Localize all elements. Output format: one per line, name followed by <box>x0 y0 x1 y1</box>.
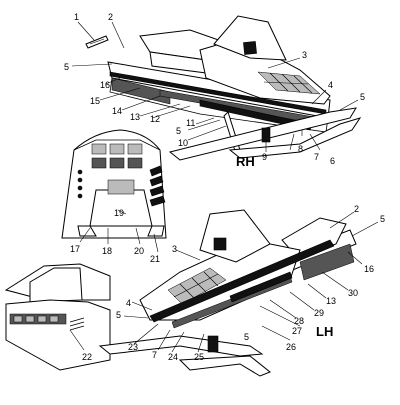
lh-skis <box>98 335 271 377</box>
callout-5: 5 <box>176 126 181 136</box>
callout-18: 18 <box>102 246 112 256</box>
callout-20: 20 <box>134 246 144 256</box>
rh-snowmobile-view <box>85 15 362 161</box>
hood-front-leader-lines <box>79 209 159 253</box>
callout-29: 29 <box>314 308 324 318</box>
lh-side-label: LH <box>316 324 333 339</box>
callout-25: 25 <box>194 352 204 362</box>
callout-10: 10 <box>178 138 188 148</box>
callout-6: 6 <box>330 156 335 166</box>
callout-22: 22 <box>82 352 92 362</box>
hood-front-vent-panels <box>91 143 143 169</box>
callout-3: 3 <box>172 244 177 254</box>
callout-5: 5 <box>360 92 365 102</box>
callout-30: 30 <box>348 288 358 298</box>
rh-hood-vents <box>257 71 321 95</box>
callout-3: 3 <box>302 50 307 60</box>
callout-5: 5 <box>244 332 249 342</box>
lh-hood-vents <box>167 267 227 305</box>
lh-snowmobile-view <box>98 209 357 377</box>
callout-13: 13 <box>130 112 140 122</box>
callout-14: 14 <box>112 106 122 116</box>
callout-8: 8 <box>298 144 303 154</box>
callout-4: 4 <box>126 298 131 308</box>
callout-5: 5 <box>116 310 121 320</box>
callout-27: 27 <box>292 326 302 336</box>
rh-skis <box>168 107 362 161</box>
decal-part-1 <box>85 35 109 49</box>
hood-front-view <box>61 129 167 239</box>
callout-7: 7 <box>152 350 157 360</box>
storage-decal-panel <box>9 313 67 325</box>
callout-11: 11 <box>186 118 195 128</box>
callout-5: 5 <box>64 62 69 72</box>
hood-front-left-dots <box>77 169 83 199</box>
callout-4: 4 <box>328 80 333 90</box>
callout-5: 5 <box>380 214 385 224</box>
callout-23: 23 <box>128 342 138 352</box>
lh-leader-lines <box>123 211 379 353</box>
callout-2: 2 <box>354 204 359 214</box>
callout-7: 7 <box>314 152 319 162</box>
callout-28: 28 <box>294 316 304 326</box>
callout-26: 26 <box>286 342 296 352</box>
lh-side-stripes <box>149 239 335 329</box>
callout-1: 1 <box>74 12 79 22</box>
callout-2: 2 <box>108 12 113 22</box>
callout-9: 9 <box>262 152 267 162</box>
rh-windshield <box>213 15 287 61</box>
callout-12: 12 <box>150 114 160 124</box>
seat-leader-line <box>69 329 85 351</box>
callout-numbers: 1 2 3 5 16 4 5 15 14 13 12 11 5 10 9 8 7… <box>64 12 385 362</box>
seat-storage-view <box>4 263 111 371</box>
callout-17: 17 <box>70 244 80 254</box>
rh-side-label: RH <box>236 154 255 169</box>
hood-front-side-stripes <box>149 165 166 207</box>
callout-24: 24 <box>168 352 178 362</box>
callout-16: 16 <box>364 264 374 274</box>
lh-track <box>299 243 355 281</box>
storage-stripes <box>69 317 85 331</box>
rh-side-stripes <box>109 71 327 131</box>
callout-19: 19 <box>114 208 124 218</box>
callout-13: 13 <box>326 296 336 306</box>
callout-21: 21 <box>150 254 160 264</box>
callout-16: 16 <box>100 80 110 90</box>
rh-leader-lines <box>71 21 359 152</box>
callout-15: 15 <box>90 96 100 106</box>
